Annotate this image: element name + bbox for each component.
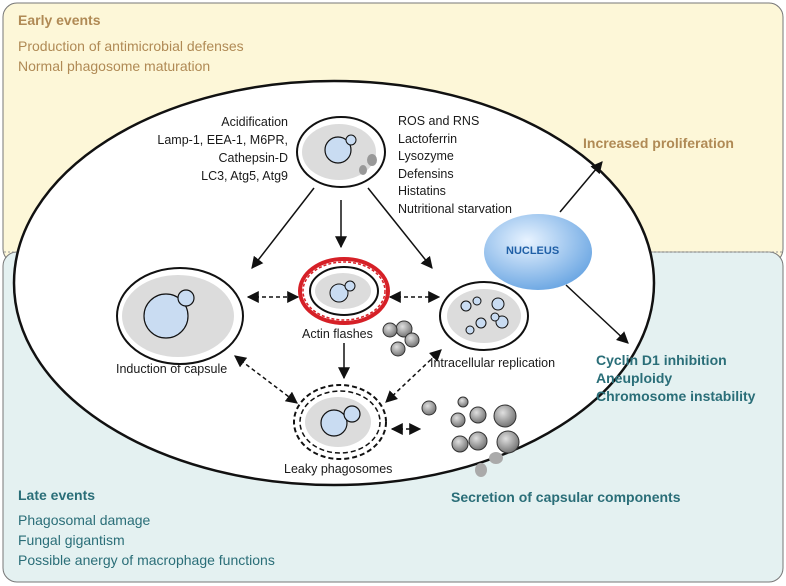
antimicrobial-item: Defensins (398, 166, 454, 181)
nucleus-label: NUCLEUS (506, 245, 560, 257)
marker-item: Acidification (221, 115, 288, 129)
early-events-item: Production of antimicrobial defenses (18, 38, 244, 54)
cell-cycle-item: Chromosome instability (596, 388, 756, 404)
antimicrobial-item: Nutritional starvation (398, 201, 512, 216)
marker-item: Lamp-1, EEA-1, M6PR, (157, 133, 288, 147)
antimicrobials-list: ROS and RNS Lactoferrin Lysozyme Defensi… (398, 113, 512, 218)
phagosome-markers-list: Acidification Lamp-1, EEA-1, M6PR, Cathe… (120, 113, 288, 185)
antimicrobial-item: Lactoferrin (398, 131, 458, 146)
antimicrobial-item: ROS and RNS (398, 114, 480, 128)
pathway-arrows (234, 161, 629, 435)
actin-stage-label: Actin flashes (302, 327, 373, 341)
replication-phagosome (439, 281, 529, 351)
late-events-item: Phagosomal damage (18, 512, 151, 528)
leaky-stage-label: Leaky phagosomes (284, 462, 393, 476)
nucleus (484, 214, 592, 290)
late-events-item: Fungal gigantism (18, 532, 125, 548)
secreted-capsular-particles (421, 396, 520, 477)
proliferation-label: Increased proliferation (583, 135, 734, 151)
capsule-phagosome (116, 267, 244, 365)
antimicrobial-item: Lysozyme (398, 149, 454, 163)
late-events-title: Late events (18, 487, 96, 503)
normal-phagosome (296, 116, 386, 188)
antimicrobial-item: Histatins (398, 184, 446, 198)
leaky-phagosome (293, 384, 387, 460)
cell-cycle-item: Cyclin D1 inhibition (596, 352, 727, 368)
early-events-item: Normal phagosome maturation (18, 58, 211, 74)
capsule-stage-label: Induction of capsule (116, 362, 228, 376)
cell-cycle-item: Aneuploidy (596, 370, 673, 386)
marker-item: LC3, Atg5, Atg9 (201, 169, 288, 183)
actin-flash-phagosome (298, 257, 390, 325)
marker-item: Cathepsin-D (218, 151, 288, 165)
secretion-label: Secretion of capsular components (451, 489, 681, 505)
late-events-item: Possible anergy of macrophage functions (18, 552, 275, 568)
early-events-title: Early events (18, 12, 101, 28)
replication-stage-label: Intracellular replication (430, 356, 556, 370)
